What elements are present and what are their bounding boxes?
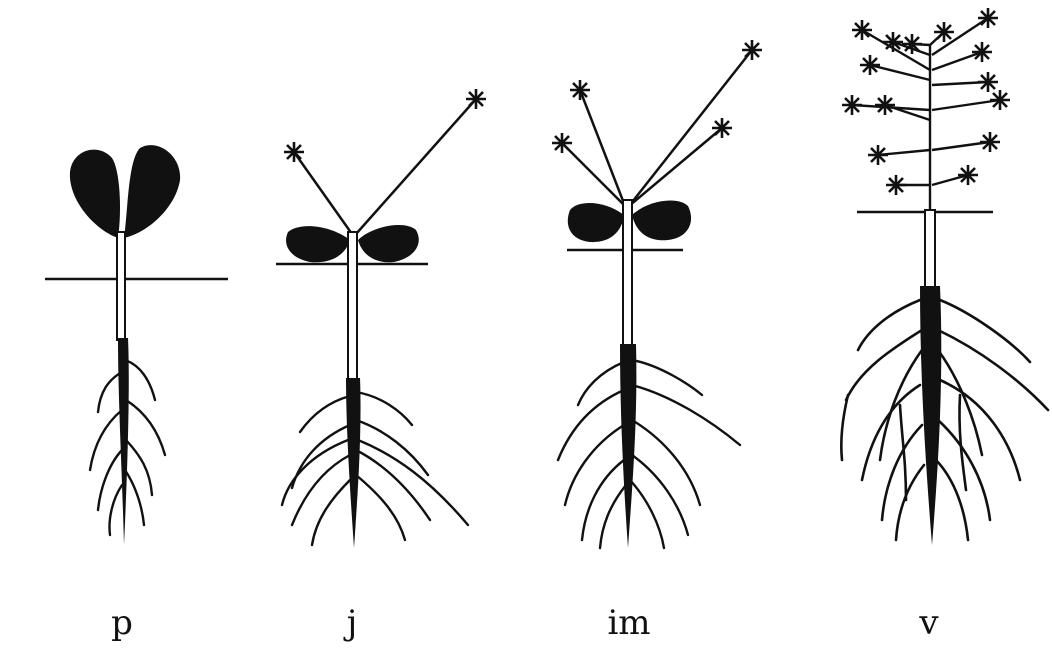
- plant-j: [276, 89, 486, 548]
- cotyledon-right-j: [358, 225, 419, 262]
- leaf-star-v-11: [990, 90, 1010, 110]
- lateral-roots-v: [841, 300, 1048, 540]
- plant-v: [841, 8, 1048, 545]
- plant-p: [45, 145, 228, 545]
- cotyledon-right-im: [632, 200, 691, 240]
- cotyledon-left-im: [568, 203, 624, 242]
- leaf-star-v-7: [972, 42, 992, 62]
- leaf-star-v-12: [868, 145, 888, 165]
- leaf-star-j-2: [466, 89, 486, 109]
- taproot-im: [620, 344, 636, 548]
- stem-j: [348, 232, 357, 380]
- stem-p: [117, 232, 125, 340]
- leaf-star-v-13: [980, 132, 1000, 152]
- leaf-star-im-3: [742, 40, 762, 60]
- leaf-star-v-4: [934, 22, 954, 42]
- leaf-star-im-1: [570, 80, 590, 100]
- leaf-star-v-1: [852, 20, 872, 40]
- lateral-roots-j: [282, 392, 468, 545]
- leaf-star-v-8: [978, 72, 998, 92]
- leaf-star-v-15: [958, 165, 978, 185]
- cotyledon-left-j: [286, 226, 350, 262]
- leaf-star-v-5: [978, 8, 998, 28]
- cotyledon-right: [124, 145, 180, 238]
- leaf-star-v-2: [883, 32, 903, 52]
- stem-im: [623, 200, 632, 348]
- stage-label-p: p: [111, 606, 133, 640]
- stem-v: [925, 210, 935, 290]
- leaf-star-im-2: [552, 133, 572, 153]
- stage-label-j: j: [347, 606, 358, 640]
- leaf-star-v-9: [842, 95, 862, 115]
- taproot-j: [346, 378, 361, 548]
- lateral-roots-im: [558, 360, 740, 548]
- leaf-star-im-4: [712, 118, 732, 138]
- plant-im: [552, 40, 762, 548]
- leaf-star-j-1: [284, 142, 304, 162]
- taproot-v: [920, 286, 941, 545]
- leaf-star-v-10: [875, 95, 895, 115]
- leaf-star-v-3: [902, 34, 922, 54]
- stage-label-im: im: [607, 606, 650, 640]
- stage-label-v: v: [919, 606, 938, 640]
- leaf-star-v-14: [886, 175, 906, 195]
- cotyledon-left: [70, 150, 120, 238]
- leaf-star-v-6: [860, 55, 880, 75]
